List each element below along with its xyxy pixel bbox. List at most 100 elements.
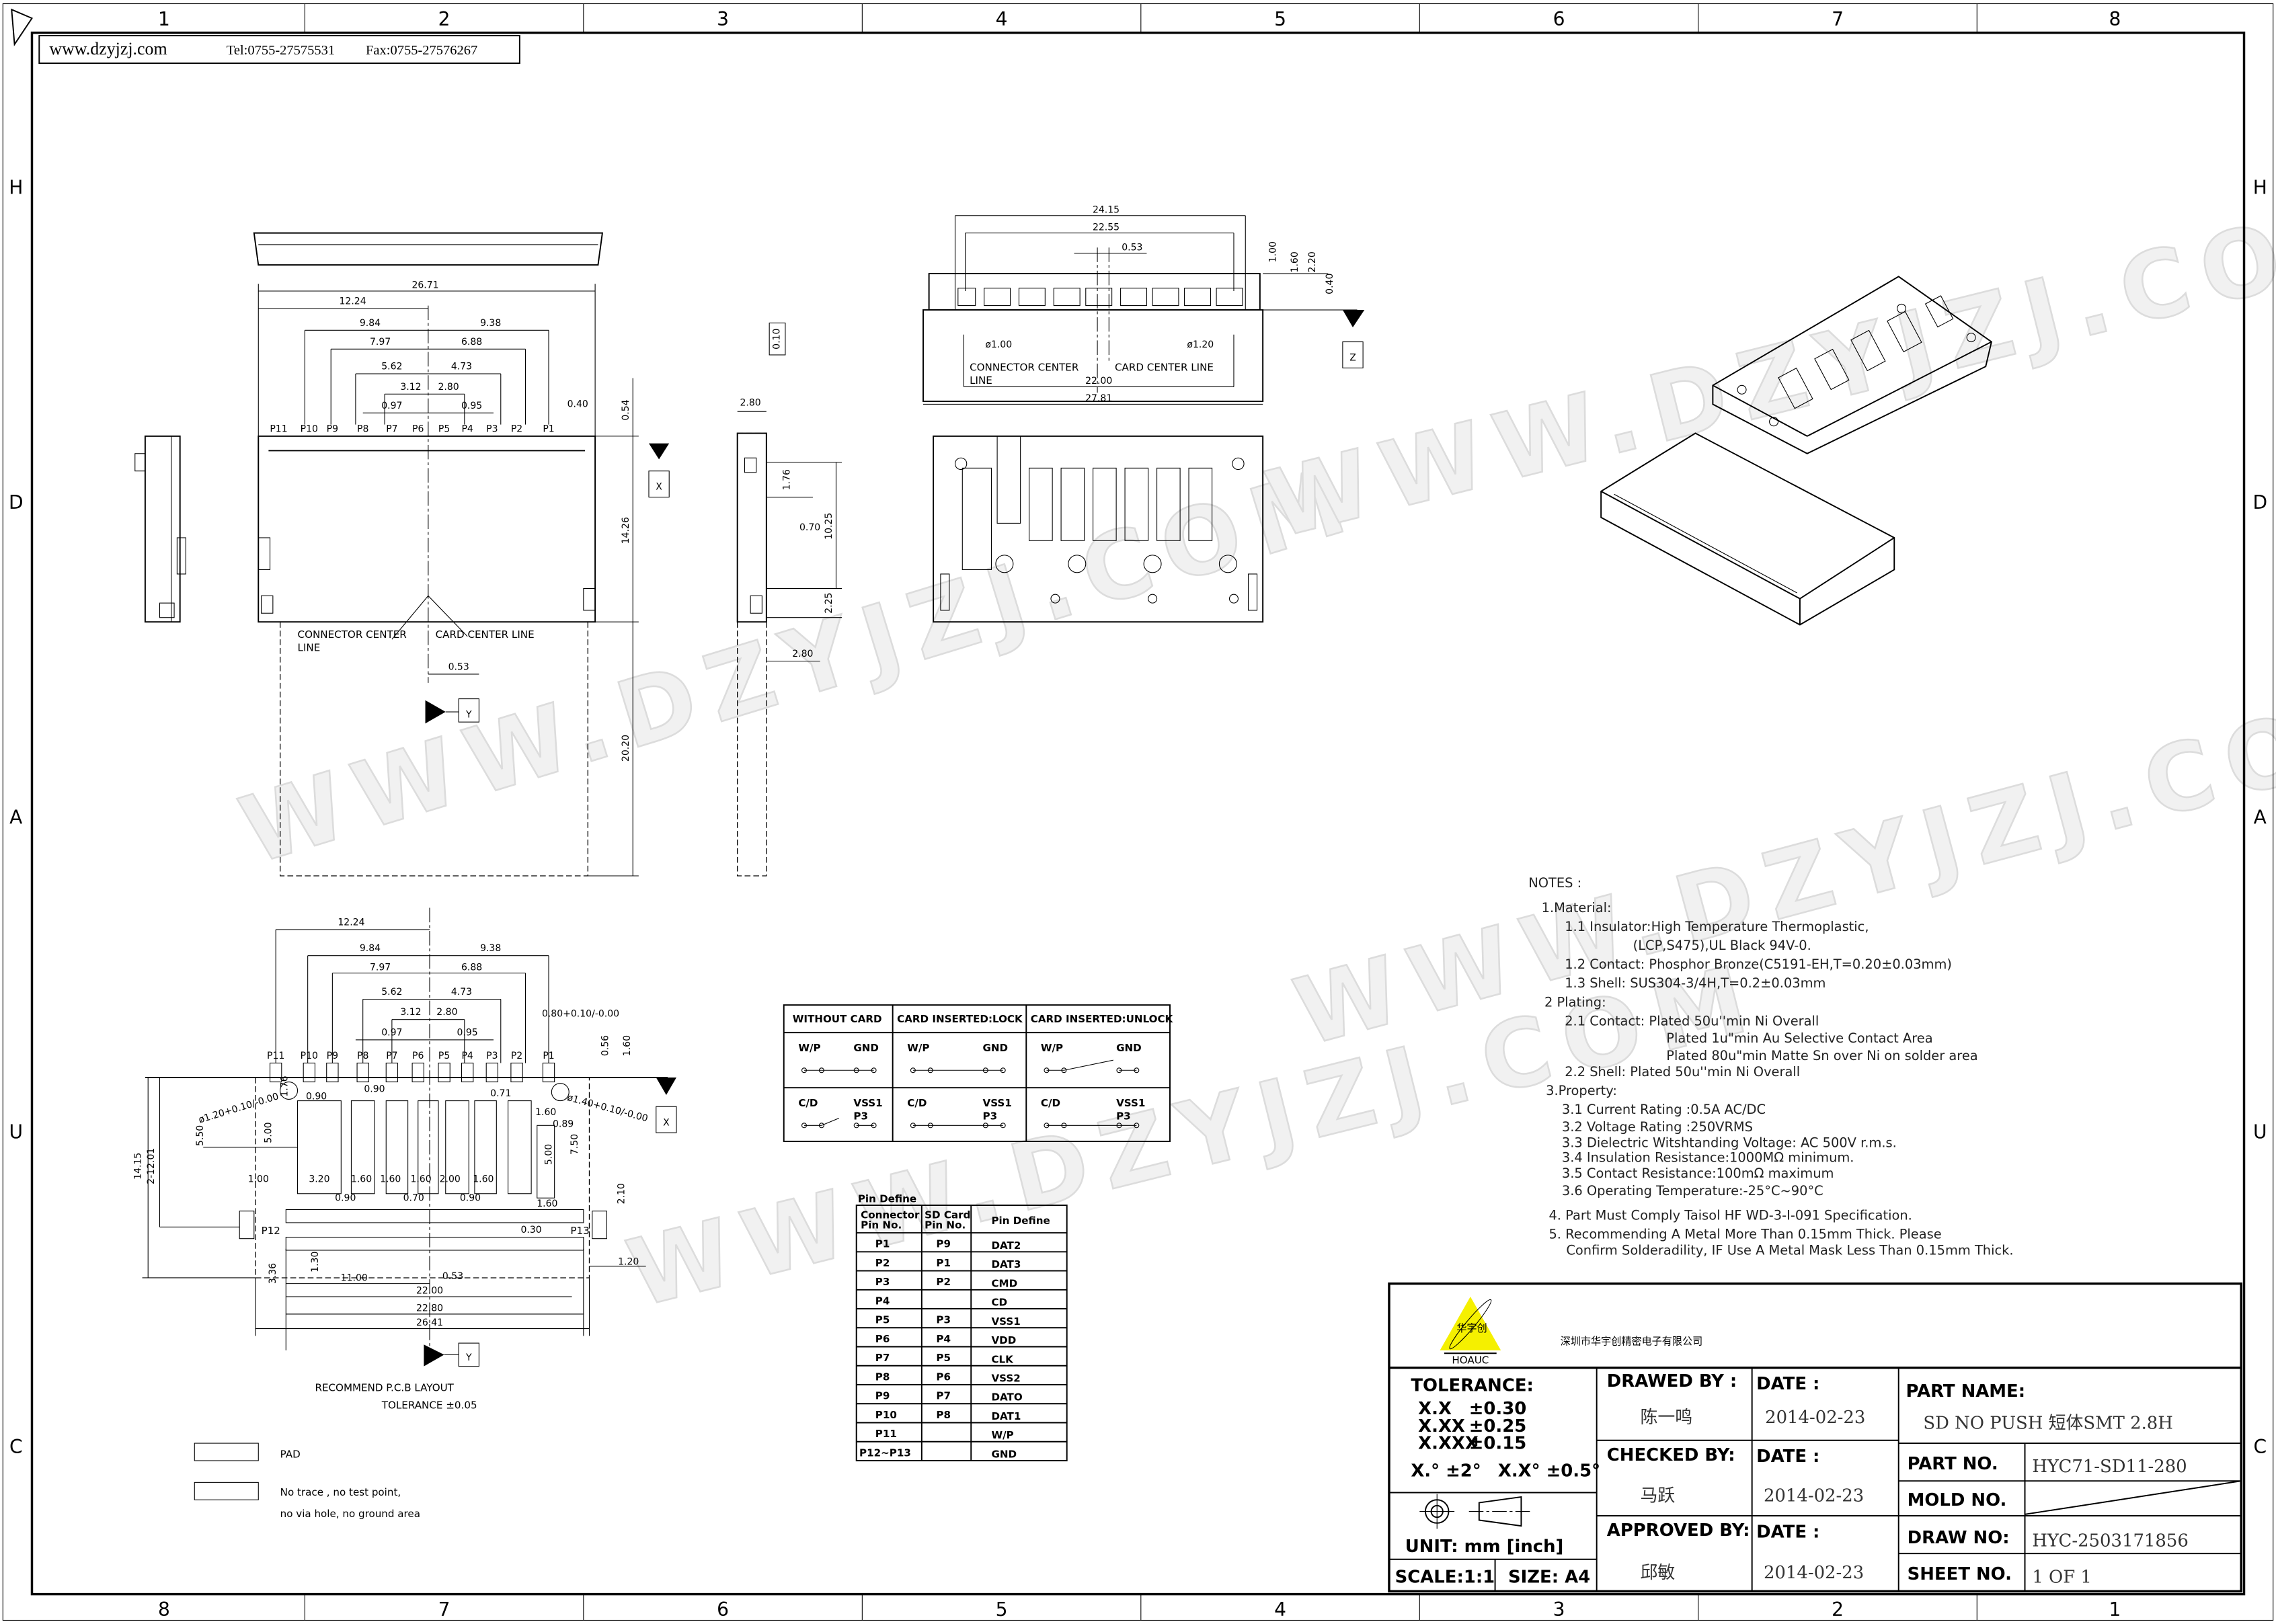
website-text[interactable]: www.dzyjzj.com [49, 39, 167, 58]
dimension-label: 22.55 [1093, 222, 1120, 233]
dimension-label: 1.60 [410, 1174, 431, 1184]
column-header: CARD INSERTED:UNLOCK [1031, 1013, 1174, 1025]
card-center-line-label: CARD CENTER LINE [436, 628, 535, 641]
left-end-view [134, 435, 186, 623]
part-name-value: SD NO PUSH 短体SMT 2.8H [1923, 1413, 2172, 1433]
dimension-label: 0.80+0.10/-0.00 [542, 1008, 619, 1019]
dimension-label: 0.71 [490, 1088, 511, 1099]
pin-define-cell: CMD [991, 1277, 1017, 1289]
sd-card-pin-cell: P7 [936, 1390, 951, 1402]
dimension-label: 0.30 [521, 1225, 542, 1235]
logo-brand: HOAUC [1452, 1354, 1489, 1366]
zone-row-label: A [2254, 806, 2267, 828]
dimension-label: 4.73 [451, 362, 472, 372]
note-line: 4. Part Must Comply Taisol HF WD-3-I-091… [1548, 1208, 1912, 1223]
connector-pin-cell: P2 [875, 1257, 890, 1269]
datum-y-label: Y [465, 710, 472, 721]
dimension-label: 1.60 [537, 1199, 557, 1209]
top-view-drawing: X Y CONNECTOR CENTER LINE CARD CENTER LI… [253, 232, 670, 877]
title-block: 华宇创 HOAUC 深圳市华宇创精密电子有限公司 TOLERANCE: X.X … [1388, 1282, 2242, 1593]
sd-card-pin-cell: P1 [936, 1257, 951, 1269]
angle-tolerance: X.X° ±0.5° [1498, 1461, 1600, 1481]
sd-card-pin-cell: P6 [936, 1371, 951, 1383]
pad-swatch [194, 1443, 259, 1461]
dimension-label: 0.10 [771, 329, 782, 350]
zone-column-label: 5 [996, 1598, 1008, 1621]
dimension-label: 1.60 [380, 1174, 401, 1184]
header-cell: Pin No. [861, 1219, 902, 1231]
note-line: 3.4 Insulation Resistance:1000MΩ minimum… [1562, 1149, 1854, 1165]
dimension-label: 0.70 [403, 1193, 424, 1204]
connector-pin-cell: P10 [875, 1409, 897, 1421]
tolerance-value: ±0.15 [1469, 1434, 1527, 1454]
pin-label: P3 [486, 1051, 498, 1061]
connector-pin-cell: P4 [875, 1295, 890, 1307]
dimension-label: 1.30 [310, 1252, 321, 1272]
cd-label: C/D [1041, 1097, 1060, 1109]
dimension-label: 0.90 [306, 1091, 327, 1102]
vss1-label: VSS1 [983, 1097, 1012, 1109]
pcb-tolerance: TOLERANCE ±0.05 [381, 1399, 477, 1411]
datum-x-label: X [663, 1117, 670, 1128]
dimension-label: 6.88 [461, 962, 482, 973]
tolerance-key: X.XXX [1418, 1434, 1479, 1454]
dimension-label: 2.00 [440, 1174, 461, 1184]
note-line: 1.3 Shell: SUS304-3/4H,T=0.2±0.03mm [1565, 975, 1826, 991]
company-name: 深圳市华宇创精密电子有限公司 [1561, 1335, 1703, 1347]
dimension-label: 9.84 [360, 318, 381, 329]
sheet-no-label: SHEET NO. [1908, 1564, 2012, 1584]
notes-section: NOTES : 1.Material:1.1 Insulator:High Te… [1528, 875, 2013, 1258]
note-line: 3.2 Voltage Rating :250VRMS [1562, 1119, 1753, 1135]
pin-label: P10 [301, 423, 318, 434]
pin-define-cell: CLK [991, 1353, 1014, 1365]
zone-column-label: 7 [1832, 8, 1844, 30]
dimension-label: 1.76 [781, 469, 792, 490]
note-line: 3.3 Dielectric Witshtanding Voltage: AC … [1562, 1135, 1897, 1151]
dimension-label: 24.15 [1093, 204, 1120, 215]
pin-label: P2 [511, 1051, 522, 1061]
pin-label: P11 [267, 1051, 284, 1061]
column-header: WITHOUT CARD [793, 1013, 882, 1025]
header-cell: Pin Define [991, 1215, 1050, 1227]
note-line: Plated 1u"min Au Selective Contact Area [1666, 1030, 1932, 1046]
dimension-label: 0.89 [553, 1119, 574, 1129]
angle-tolerance: X.° ±2° [1411, 1461, 1481, 1481]
note-line: Plated 80u"min Matte Sn over Ni on solde… [1666, 1048, 1977, 1063]
cd-label: C/D [907, 1097, 927, 1109]
date-label: DATE : [1756, 1447, 1819, 1467]
dimension-label: 3.12 [400, 1007, 421, 1018]
gnd-label: GND [1116, 1042, 1142, 1054]
dimension-label: 3.20 [309, 1174, 329, 1184]
draw-no-label: DRAW NO: [1908, 1528, 2010, 1548]
logo-text: 华宇创 [1456, 1322, 1487, 1334]
pin-label: P1 [543, 423, 554, 434]
dimension-label: 1.76 [279, 1075, 290, 1096]
pin-define-cell: GND [991, 1448, 1017, 1460]
dimension-label: 1.60 [351, 1174, 372, 1184]
note-line: (LCP,S475),UL Black 94V-0. [1633, 938, 1811, 953]
zone-row-label: C [2253, 1436, 2267, 1458]
sd-card-pin-cell: P9 [936, 1238, 951, 1250]
part-no-value: HYC71-SD11-280 [2032, 1457, 2187, 1477]
dimension-label: 5.00 [264, 1122, 274, 1143]
bottom-view-drawing [933, 435, 1264, 623]
pin-label: P6 [412, 423, 424, 434]
zone-column-label: 3 [1553, 1598, 1565, 1621]
pin-label: P5 [438, 1051, 450, 1061]
dimension-label: 0.53 [448, 661, 469, 672]
connector-pin-cell: P1 [875, 1238, 890, 1250]
dimension-label: 22.80 [416, 1303, 443, 1314]
dimension-label: 9.38 [480, 318, 501, 329]
notes-title: NOTES : [1528, 875, 1581, 891]
date-label: DATE : [1756, 1522, 1819, 1542]
checked-date: 2014-02-23 [1764, 1486, 1864, 1506]
wp-label: W/P [798, 1042, 820, 1054]
dimension-label: 1.20 [618, 1257, 639, 1268]
connector-pin-cell: P6 [875, 1333, 890, 1345]
pin-label: P10 [301, 1051, 318, 1061]
zone-row-label: C [9, 1436, 23, 1458]
datum-y-label: Y [465, 1352, 472, 1363]
